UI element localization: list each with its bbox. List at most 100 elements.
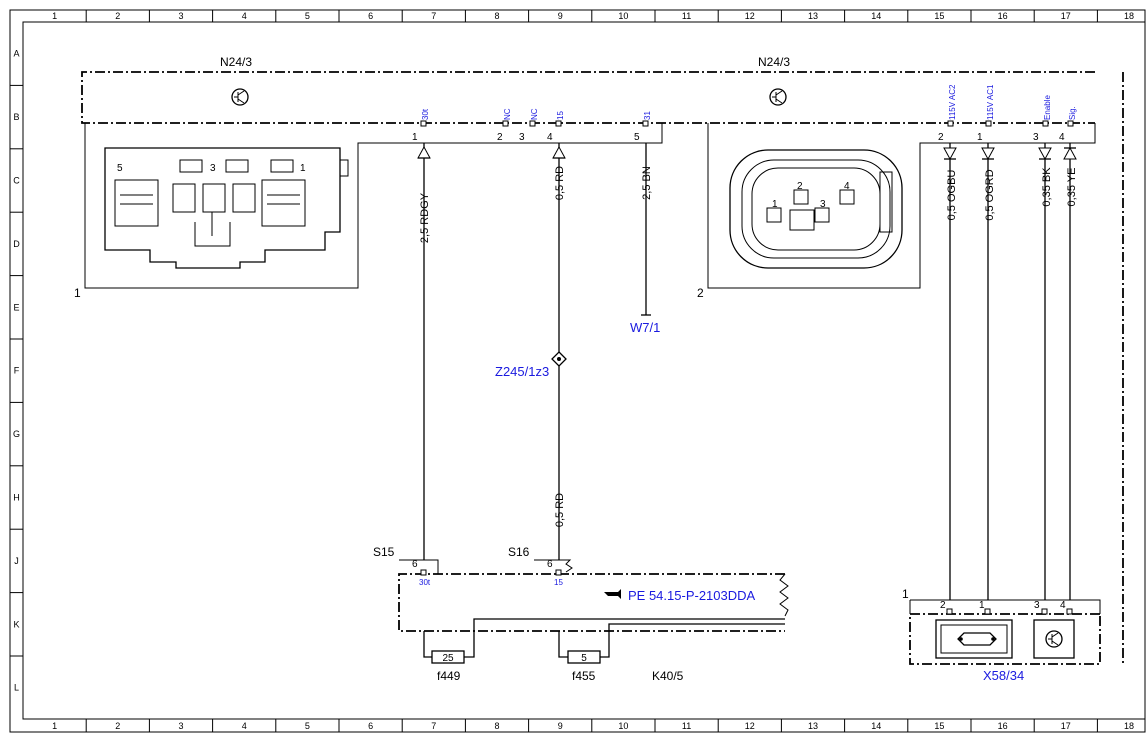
svg-text:Enable: Enable bbox=[1043, 95, 1052, 120]
s15-label: S15 bbox=[373, 545, 395, 559]
z245-label: Z245/1z3 bbox=[495, 364, 549, 379]
connector1-face bbox=[104, 147, 349, 269]
wire-label-ogbu: 0,5 OGBU bbox=[946, 170, 958, 221]
svg-text:1: 1 bbox=[977, 132, 983, 143]
s15-outline bbox=[399, 559, 439, 574]
transistor-icon bbox=[769, 88, 787, 106]
svg-text:3: 3 bbox=[519, 132, 525, 143]
fuse-f449 bbox=[431, 650, 465, 664]
row-letter: D bbox=[13, 239, 20, 249]
column-number: 7 bbox=[431, 721, 436, 731]
pe-reference-link[interactable]: PE 54.15-P-2103DDA bbox=[628, 588, 756, 603]
column-number: 10 bbox=[618, 721, 628, 731]
transistor-icon bbox=[1033, 619, 1075, 659]
column-number: 13 bbox=[808, 721, 818, 731]
column-number: 15 bbox=[934, 721, 944, 731]
connector2-face-pin: 3 bbox=[820, 199, 826, 210]
k40-pin-num: 6 bbox=[547, 559, 553, 570]
n24-pin-enable: Enable 3 bbox=[1033, 95, 1052, 143]
fuse-f449-value: 25 bbox=[442, 653, 454, 664]
svg-text:1: 1 bbox=[412, 132, 418, 143]
svg-text:3: 3 bbox=[1033, 132, 1039, 143]
k40-break bbox=[779, 573, 789, 617]
connector2-face-pin: 4 bbox=[844, 181, 850, 192]
k40-pin bbox=[420, 569, 427, 576]
connector1-face-pin: 5 bbox=[117, 163, 123, 174]
svg-text:31: 31 bbox=[643, 111, 652, 120]
column-number: 12 bbox=[745, 11, 755, 21]
n24-pin-nc: NC 3 bbox=[519, 108, 539, 143]
column-number: 17 bbox=[1061, 11, 1071, 21]
x58-pin-box bbox=[1041, 608, 1048, 615]
column-number: 10 bbox=[618, 11, 628, 21]
column-number: 6 bbox=[368, 11, 373, 21]
x58-pin-box bbox=[984, 608, 991, 615]
svg-text:NC: NC bbox=[503, 108, 512, 120]
wire-label-bn: 2,5 BN bbox=[641, 166, 653, 200]
column-number: 2 bbox=[115, 11, 120, 21]
row-letter: E bbox=[13, 302, 19, 312]
x58-index: 1 bbox=[902, 587, 909, 601]
connector2-face bbox=[729, 149, 903, 269]
column-number: 3 bbox=[178, 721, 183, 731]
n24-pin-30t: 30t 1 bbox=[412, 108, 430, 143]
frame-inner bbox=[22, 21, 1146, 720]
fuse-f455-value: 5 bbox=[581, 653, 587, 664]
n24-right-label: N24/3 bbox=[758, 55, 790, 69]
row-letter: G bbox=[13, 429, 20, 439]
column-number: 16 bbox=[998, 721, 1008, 731]
row-letter: B bbox=[13, 112, 19, 122]
connector2-outline bbox=[707, 123, 1096, 289]
connector2-label: 2 bbox=[697, 286, 704, 300]
column-number: 14 bbox=[871, 721, 881, 731]
connector1-outline bbox=[84, 123, 663, 289]
n24-pin-15: 15 4 bbox=[547, 111, 565, 143]
arrow-up-icon bbox=[417, 145, 431, 159]
connector1-label: 1 bbox=[74, 286, 81, 300]
column-number: 4 bbox=[242, 721, 247, 731]
x58-pin-box bbox=[1066, 608, 1073, 615]
column-number: 12 bbox=[745, 721, 755, 731]
column-number: 3 bbox=[178, 11, 183, 21]
frame-outer bbox=[9, 9, 1146, 733]
row-letter: K bbox=[13, 619, 19, 629]
k40-pin-num: 6 bbox=[412, 559, 418, 570]
hand-pointer-icon bbox=[604, 589, 621, 599]
column-number: 11 bbox=[682, 11, 691, 21]
connector2-face-pin: 1 bbox=[772, 199, 778, 210]
x58-pin: 4 bbox=[1060, 600, 1066, 611]
row-letter: J bbox=[14, 556, 19, 566]
connector1-face-pin: 3 bbox=[210, 163, 216, 174]
svg-text:2: 2 bbox=[497, 132, 503, 143]
wire-label-bk: 0,35 BK bbox=[1041, 167, 1053, 207]
k40-pin-name: 15 bbox=[554, 578, 563, 587]
column-number: 5 bbox=[305, 721, 310, 731]
column-number: 18 bbox=[1124, 11, 1134, 21]
x58-housing bbox=[909, 613, 1101, 665]
fuse-f449-label: f449 bbox=[437, 669, 461, 683]
s16-label: S16 bbox=[508, 545, 530, 559]
column-number: 17 bbox=[1061, 721, 1071, 731]
wire-label-ye: 0,35 YE bbox=[1066, 168, 1078, 207]
wire-label-rd: 0,5 RD bbox=[554, 166, 566, 200]
fuse-f455 bbox=[567, 650, 601, 664]
svg-text:2: 2 bbox=[938, 132, 944, 143]
arrow-down-icon bbox=[943, 147, 957, 161]
column-number: 1 bbox=[52, 11, 57, 21]
x58-connector-outline bbox=[909, 599, 1101, 614]
svg-text:15: 15 bbox=[556, 111, 565, 120]
x58-label: X58/34 bbox=[983, 668, 1024, 683]
svg-text:115V AC1: 115V AC1 bbox=[986, 84, 995, 120]
splice-dot bbox=[557, 357, 561, 361]
transistor-icon bbox=[231, 88, 249, 106]
x58-pin: 2 bbox=[940, 600, 946, 611]
column-number: 18 bbox=[1124, 721, 1134, 731]
column-number: 1 bbox=[52, 721, 57, 731]
x58-pin: 3 bbox=[1034, 600, 1040, 611]
k40-label: K40/5 bbox=[652, 669, 684, 683]
n24-pin-nc: NC 2 bbox=[497, 108, 512, 143]
svg-text:5: 5 bbox=[634, 132, 640, 143]
